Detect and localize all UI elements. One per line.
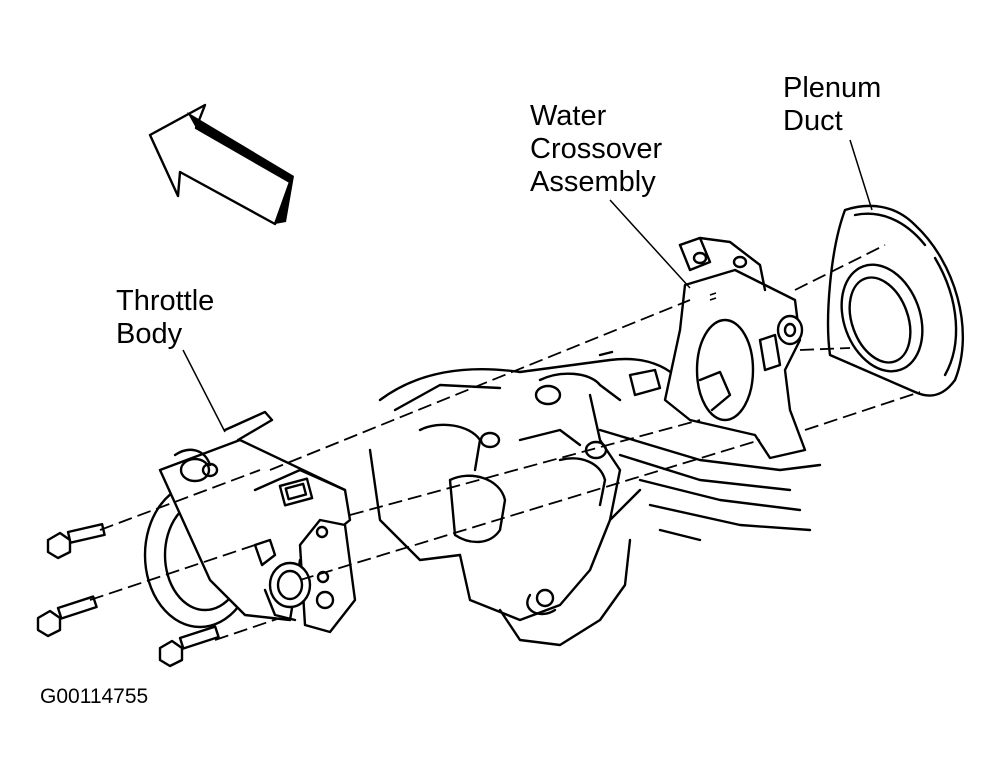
plenum-duct-callout: Plenum Duct [783,72,881,138]
forward-arrow-icon [148,103,294,226]
figure-id: G00114755 [40,685,149,708]
engine-block [368,350,822,647]
bolt-bottom [158,625,220,668]
throttle-body-label-line2: Body [116,318,183,350]
alignment-lines [89,244,921,641]
water-crossover-callout: Water Crossover Assembly [530,100,662,199]
plenum-duct [826,204,965,397]
throttle-body-callout: Throttle Body [116,285,214,351]
bolt-middle [36,595,98,638]
water-crossover-label-line3: Assembly [530,166,656,198]
water-crossover-label-line2: Crossover [530,133,663,165]
throttle-body [143,410,357,634]
water-crossover-assembly [663,236,807,460]
plenum-duct-label-line2: Duct [783,105,843,137]
leader-lines [182,139,873,433]
bolt-top [46,522,106,560]
plenum-duct-label-line1: Plenum [783,72,882,104]
water-crossover-label-line1: Water [530,100,607,132]
throttle-body-label-line1: Throttle [116,285,215,317]
